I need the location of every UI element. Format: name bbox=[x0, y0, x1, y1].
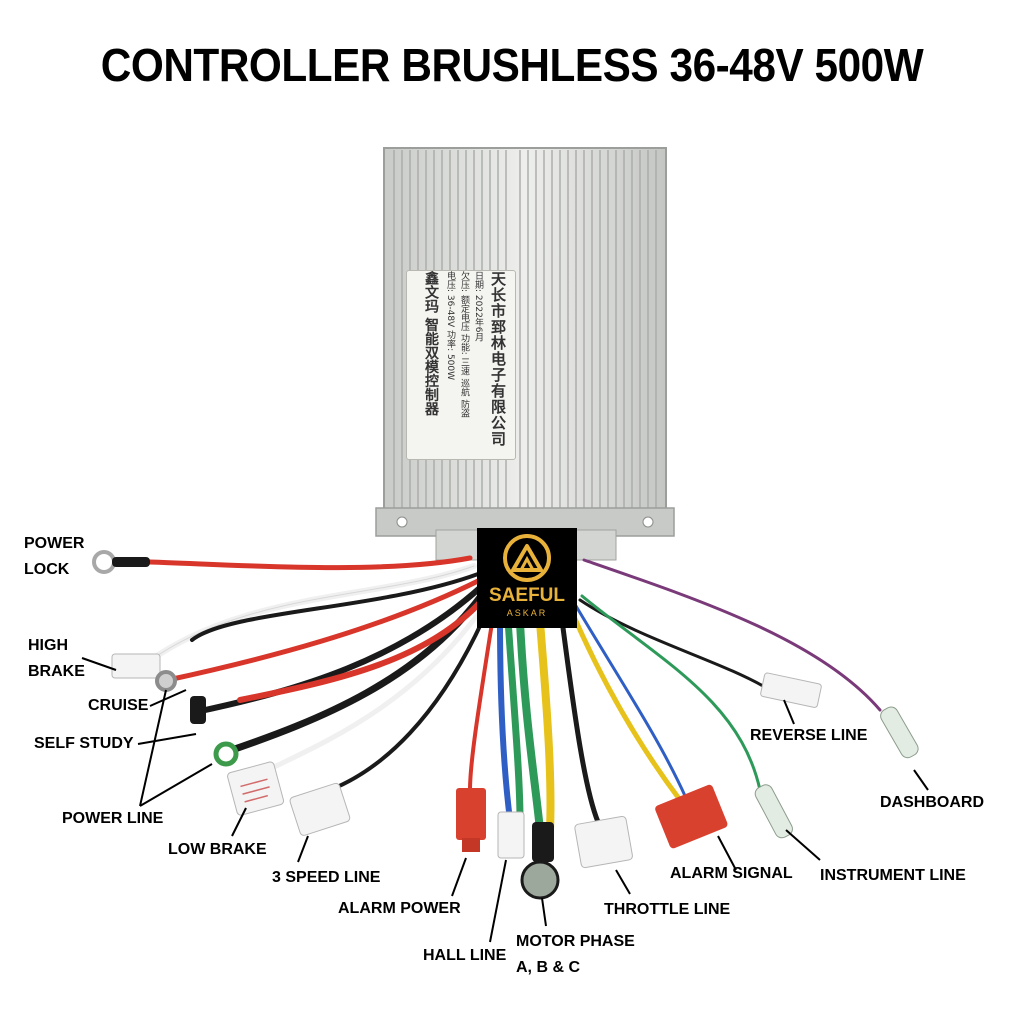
self-study-plug bbox=[190, 696, 206, 724]
label-instrument-line: INSTRUMENT LINE bbox=[820, 867, 966, 884]
label-self-study: SELF STUDY bbox=[34, 735, 134, 752]
label-alarm-signal: ALARM SIGNAL bbox=[670, 865, 793, 882]
power-lock-ring-terminal bbox=[92, 550, 116, 574]
dashboard-connector bbox=[880, 706, 919, 759]
brand-logo-name: SAEFUL bbox=[489, 585, 565, 606]
alarm-signal-connector bbox=[655, 784, 728, 849]
label-power-line: POWER LINE bbox=[62, 810, 164, 827]
label-hall-line: HALL LINE bbox=[423, 947, 507, 964]
high-brake-connector bbox=[111, 653, 161, 679]
label-reverse-line: REVERSE LINE bbox=[750, 727, 868, 744]
page-title: CONTROLLER BRUSHLESS 36-48V 500W bbox=[100, 39, 924, 91]
device-label-date: 日期: 2022年6月 bbox=[473, 271, 483, 342]
power-line-ring-terminal bbox=[213, 741, 239, 767]
leader-lines bbox=[81, 657, 929, 943]
label-alarm-power: ALARM POWER bbox=[338, 900, 461, 917]
connectors bbox=[92, 550, 919, 900]
motor-phase-terminal bbox=[520, 860, 560, 900]
device-label-voltage: 电压: 36-48V 功率: 500W bbox=[445, 271, 455, 381]
label-low-brake: LOW BRAKE bbox=[168, 841, 267, 858]
low-brake-connector bbox=[227, 761, 285, 816]
wire-harness bbox=[137, 555, 882, 834]
reverse-line-connector bbox=[760, 672, 822, 708]
cruise-terminal bbox=[155, 670, 177, 692]
label-dashboard: DASHBOARD bbox=[880, 794, 984, 811]
instrument-line-connector bbox=[754, 784, 793, 839]
power-lock-sleeve bbox=[112, 557, 150, 567]
speed-line-connector bbox=[289, 782, 351, 836]
label-cruise: CRUISE bbox=[88, 697, 149, 714]
device-spec-sticker: 天长市郅林电子有限公司 日期: 2022年6月 欠压: 额定电压 功能: 三速 … bbox=[406, 270, 516, 460]
brand-logo-subtitle: ASKAR bbox=[506, 608, 548, 618]
device-label-manufacturer: 天长市郅林电子有限公司 bbox=[489, 271, 507, 447]
brand-logo-mark-icon bbox=[503, 534, 551, 582]
hall-line-connector bbox=[497, 811, 525, 859]
device-label-function: 欠压: 额定电压 功能: 三速 巡航 防盗 bbox=[459, 271, 469, 418]
label-throttle-line: THROTTLE LINE bbox=[604, 901, 731, 918]
device-label-product: 鑫文玛 智能双模控制器 bbox=[423, 271, 439, 416]
brand-logo: SAEFUL ASKAR bbox=[477, 528, 577, 628]
throttle-line-connector bbox=[574, 815, 633, 869]
label-speed-line: 3 SPEED LINE bbox=[272, 869, 381, 886]
alarm-power-connector bbox=[456, 788, 486, 840]
